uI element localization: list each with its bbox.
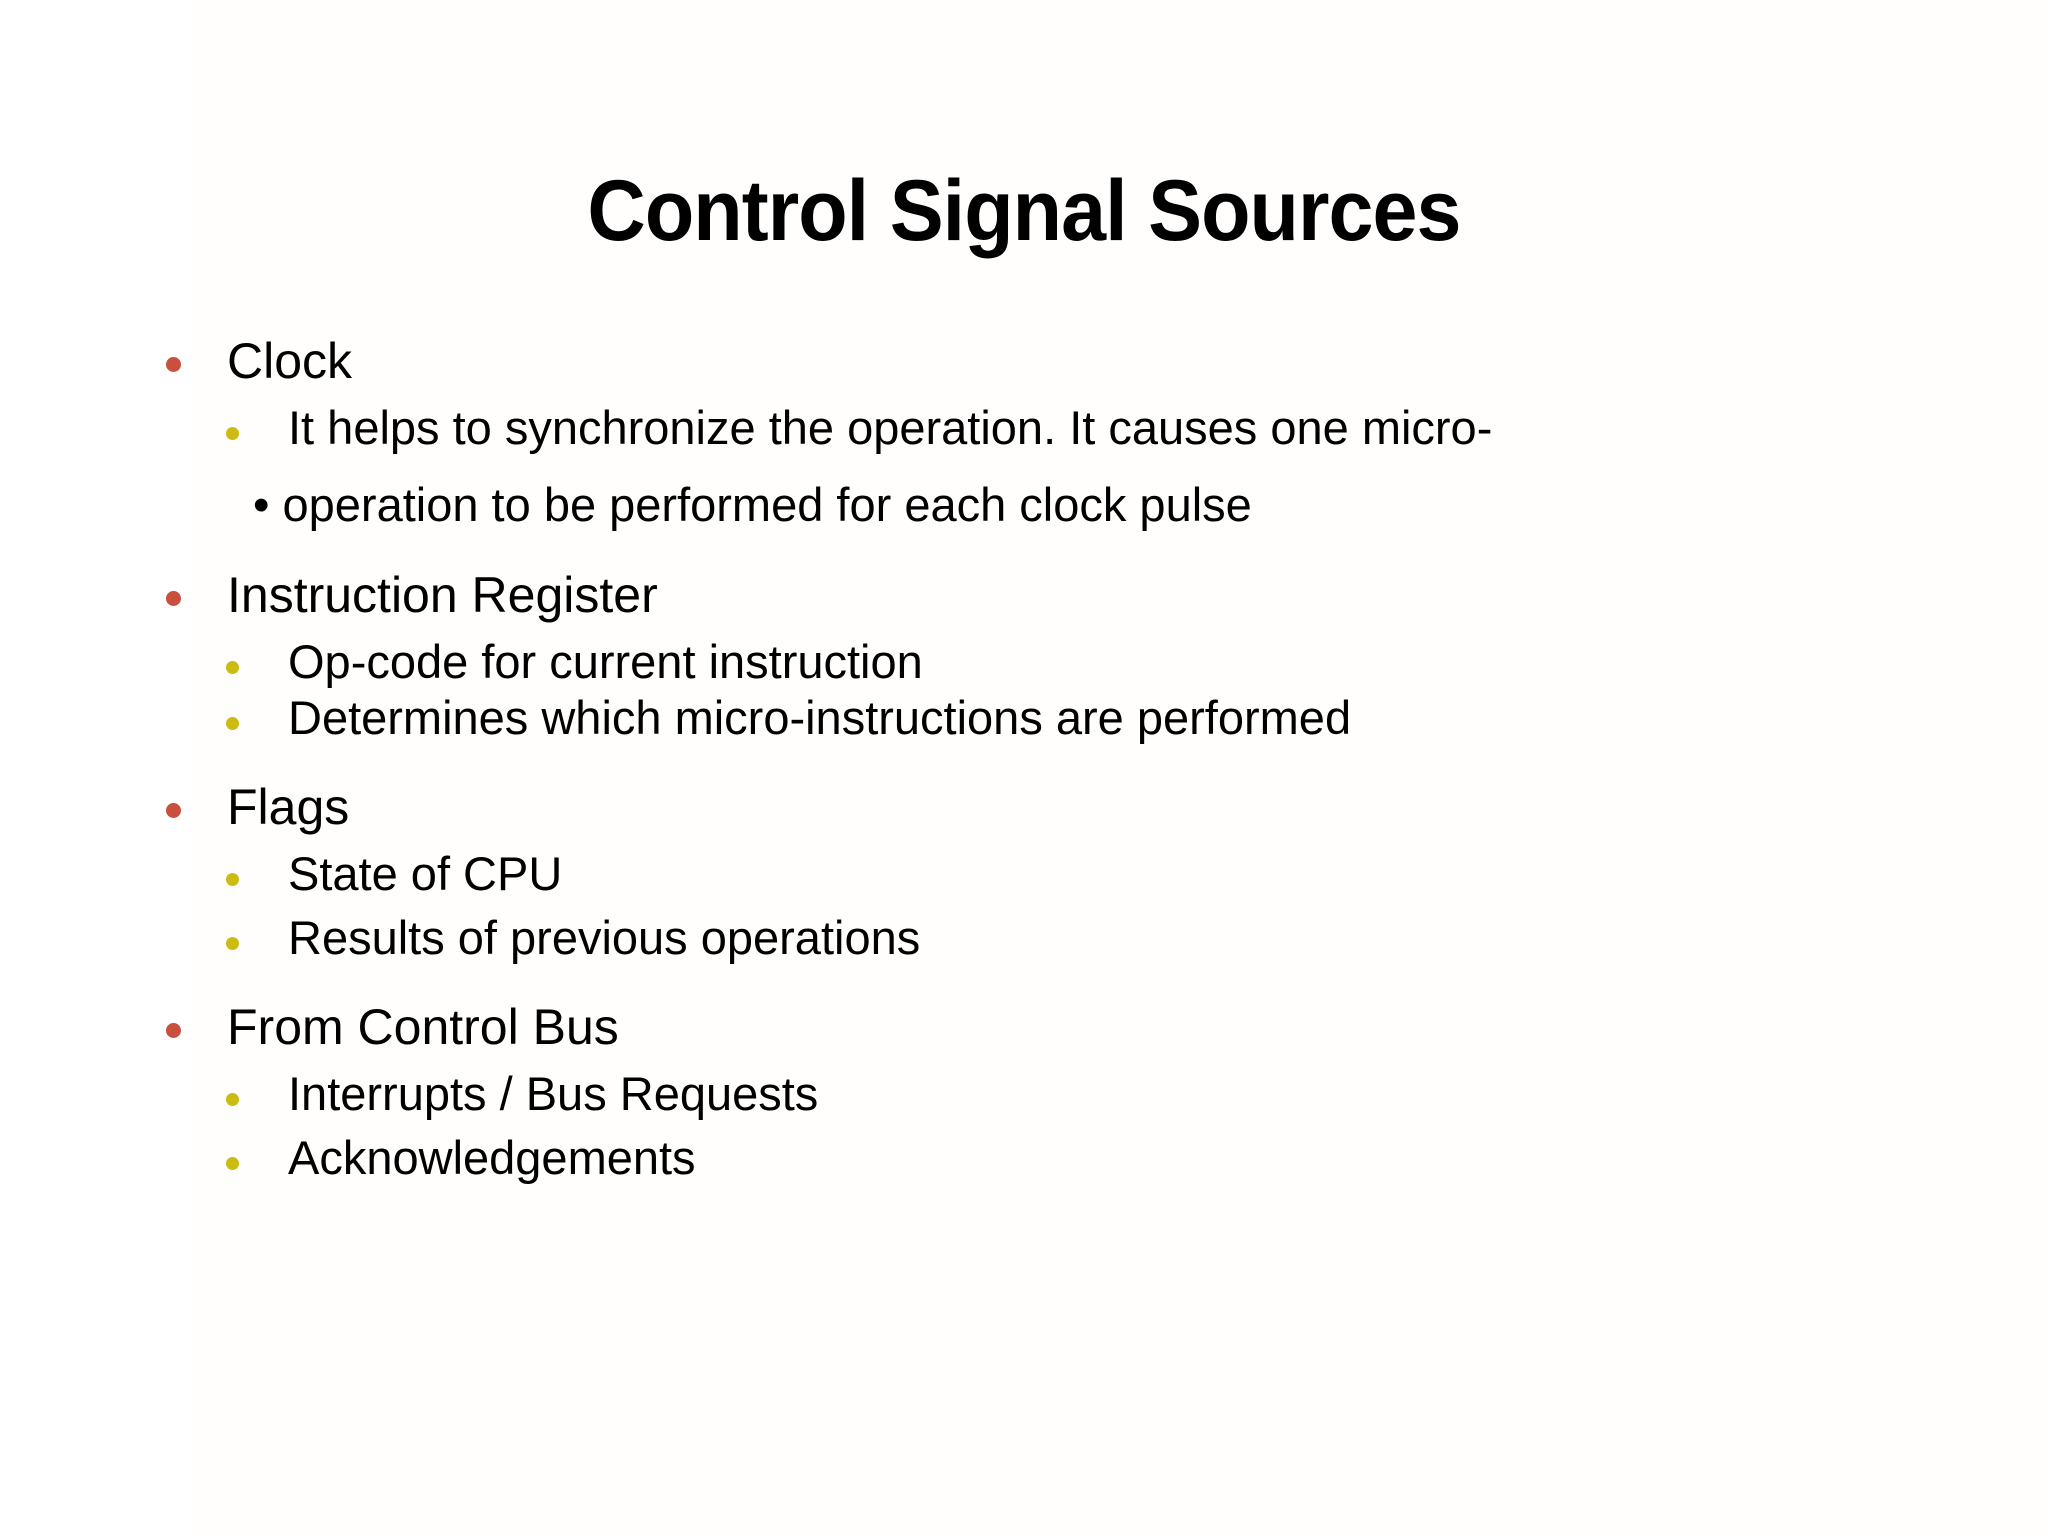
list-item-label: Flags [227, 779, 350, 835]
bullet-level1-icon [166, 591, 181, 606]
list-item-instruction-register-sub-1: Op-code for current instruction [0, 634, 2048, 690]
list-item-label: Op-code for current instruction [288, 635, 923, 688]
spacer [0, 1122, 2048, 1130]
bullet-level2-icon [226, 1157, 239, 1170]
spacer [0, 392, 2048, 400]
list-item-flags-sub-2: Results of previous operations [0, 910, 2048, 966]
spacer [0, 838, 2048, 846]
list-item-from-control-bus-sub-2: Acknowledgements [0, 1130, 2048, 1186]
spacer [0, 902, 2048, 910]
list-item-label: State of CPU [288, 847, 563, 900]
list-item-from-control-bus: From Control Bus [0, 996, 2048, 1058]
list-item-label: Results of previous operations [288, 911, 921, 964]
bullet-level2-icon [226, 661, 239, 674]
list-item-label: Interrupts / Bus Requests [288, 1067, 819, 1120]
page-title: Control Signal Sources [587, 163, 1461, 259]
bullet-level1-icon [166, 1023, 181, 1038]
list-item-clock-sub-1: It helps to synchronize the operation. I… [0, 400, 2048, 456]
list-item-flags-sub-1: State of CPU [0, 846, 2048, 902]
list-item-label: • operation to be performed for each clo… [253, 478, 1252, 531]
bullet-level2-icon [226, 427, 239, 440]
list-item-flags: Flags [0, 776, 2048, 838]
spacer [0, 1058, 2048, 1066]
spacer [0, 456, 2048, 476]
list-item-instruction-register: Instruction Register [0, 564, 2048, 626]
list-item-label: It helps to synchronize the operation. I… [288, 401, 1493, 454]
bullet-level2-icon [226, 1093, 239, 1106]
list-item-label: Determines which micro-instructions are … [288, 691, 1352, 744]
bullet-list: Clock It helps to synchronize the operat… [0, 330, 2048, 1186]
list-item-label: Instruction Register [227, 567, 658, 623]
bullet-level1-icon [166, 803, 181, 818]
bullet-level2-icon [226, 873, 239, 886]
list-item-instruction-register-sub-2: Determines which micro-instructions are … [0, 690, 2048, 746]
list-item-from-control-bus-sub-1: Interrupts / Bus Requests [0, 1066, 2048, 1122]
list-item-label: Clock [227, 333, 353, 389]
spacer [0, 966, 2048, 996]
spacer [0, 534, 2048, 564]
spacer [0, 626, 2048, 634]
list-item-label: From Control Bus [227, 999, 619, 1055]
bullet-level1-icon [166, 357, 181, 372]
spacer [0, 746, 2048, 776]
list-item-label: Acknowledgements [288, 1131, 696, 1184]
list-item-clock-sub-2: • operation to be performed for each clo… [0, 476, 2048, 534]
bullet-level2-icon [226, 937, 239, 950]
list-item-clock: Clock [0, 330, 2048, 392]
bullet-level2-icon [226, 717, 239, 730]
